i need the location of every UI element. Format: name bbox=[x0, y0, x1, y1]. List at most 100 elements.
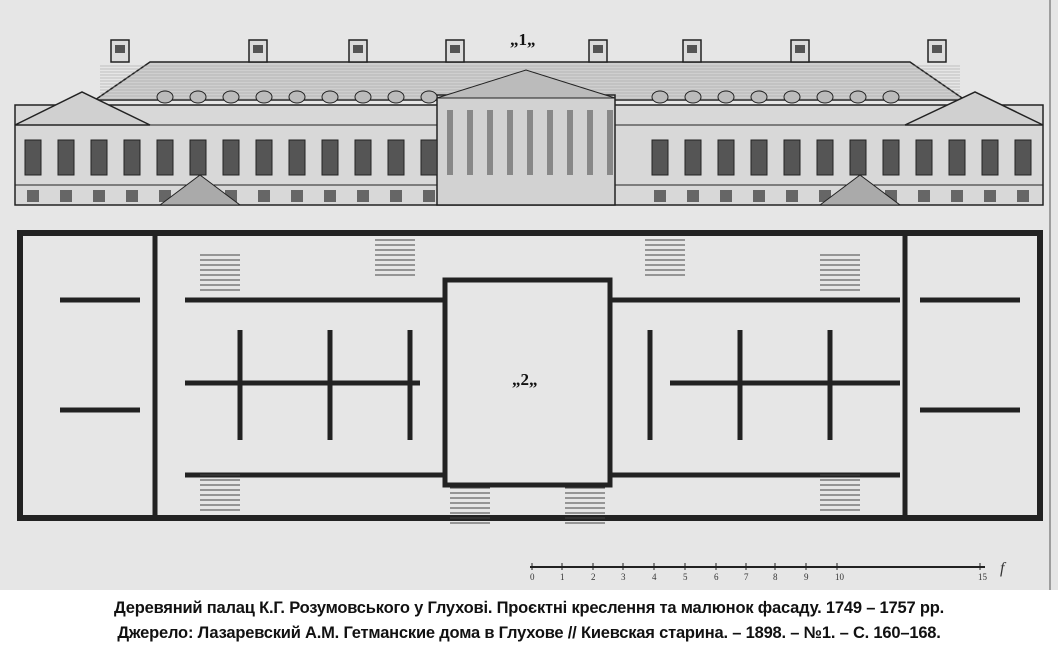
chimney bbox=[450, 45, 460, 53]
scale-unit: f bbox=[1000, 560, 1005, 577]
column bbox=[467, 110, 473, 175]
dormer bbox=[321, 90, 339, 104]
scale-tick-label: 6 bbox=[714, 572, 719, 582]
dormer bbox=[156, 90, 174, 104]
caption-title: Деревяний палац К.Г. Розумовського у Глу… bbox=[113, 599, 944, 617]
scale-tick-label: 9 bbox=[804, 572, 809, 582]
chimney bbox=[353, 45, 363, 53]
dormer bbox=[420, 90, 438, 104]
caption-source: Джерело: Лазаревский А.М. Гетманские дом… bbox=[117, 624, 941, 642]
window bbox=[354, 139, 372, 176]
dormer bbox=[222, 90, 240, 104]
scale-tick-label: 0 bbox=[530, 572, 535, 582]
chimney bbox=[932, 45, 942, 53]
column bbox=[567, 110, 573, 175]
dormer bbox=[189, 90, 207, 104]
architectural-drawing: „1„ „2„ 0 1 2 3 4 5 6 7 8 9 10 15 f bbox=[0, 0, 1058, 590]
window bbox=[57, 139, 75, 176]
cellar-window bbox=[126, 190, 138, 202]
caption: Деревяний палац К.Г. Розумовського у Глу… bbox=[0, 596, 1058, 646]
window bbox=[420, 139, 438, 176]
cellar-window bbox=[654, 190, 666, 202]
scale-tick-label: 10 bbox=[835, 572, 844, 582]
central-hall bbox=[442, 277, 613, 488]
cellar-window bbox=[291, 190, 303, 202]
cellar-window bbox=[687, 190, 699, 202]
column bbox=[527, 110, 533, 175]
dormer bbox=[849, 90, 867, 104]
dormer bbox=[288, 90, 306, 104]
plan-label: „2„ bbox=[512, 370, 538, 389]
chimney bbox=[593, 45, 603, 53]
chimney bbox=[795, 45, 805, 53]
window bbox=[651, 139, 669, 176]
window bbox=[222, 139, 240, 176]
window bbox=[156, 139, 174, 176]
left-stair bbox=[158, 174, 242, 206]
cellar-window bbox=[357, 190, 369, 202]
column bbox=[547, 110, 553, 175]
window bbox=[816, 139, 834, 176]
window bbox=[321, 139, 339, 176]
column bbox=[487, 110, 493, 175]
window bbox=[24, 139, 42, 176]
window bbox=[981, 139, 999, 176]
central-portico bbox=[436, 94, 616, 206]
window bbox=[1014, 139, 1032, 176]
dormer bbox=[651, 90, 669, 104]
scale-tick-label: 4 bbox=[652, 572, 657, 582]
window bbox=[90, 139, 108, 176]
cellar-window bbox=[720, 190, 732, 202]
plan-outer-wall bbox=[17, 230, 1043, 521]
scale-tick-label: 8 bbox=[773, 572, 778, 582]
dormer bbox=[684, 90, 702, 104]
scale-tick-label: 5 bbox=[683, 572, 688, 582]
window bbox=[849, 139, 867, 176]
scale-tick-label: 15 bbox=[978, 572, 987, 582]
cellar-window bbox=[258, 190, 270, 202]
dormer bbox=[750, 90, 768, 104]
chimney bbox=[115, 45, 125, 53]
cellar-window bbox=[786, 190, 798, 202]
scale-tick-label: 2 bbox=[591, 572, 596, 582]
window bbox=[717, 139, 735, 176]
left-pediment bbox=[14, 91, 151, 126]
dormer bbox=[783, 90, 801, 104]
scale-tick-label: 7 bbox=[744, 572, 749, 582]
dormer bbox=[255, 90, 273, 104]
window bbox=[123, 139, 141, 176]
scale-tick-label: 1 bbox=[560, 572, 565, 582]
dormer bbox=[717, 90, 735, 104]
column bbox=[507, 110, 513, 175]
cellar-window bbox=[951, 190, 963, 202]
window bbox=[387, 139, 405, 176]
chimney bbox=[253, 45, 263, 53]
window bbox=[882, 139, 900, 176]
facade-label: „1„ bbox=[510, 30, 536, 49]
window bbox=[750, 139, 768, 176]
cellar-window bbox=[93, 190, 105, 202]
cellar-window bbox=[27, 190, 39, 202]
cellar-window bbox=[753, 190, 765, 202]
window bbox=[288, 139, 306, 176]
window bbox=[684, 139, 702, 176]
column bbox=[447, 110, 453, 175]
palace-drawing bbox=[14, 0, 1051, 590]
central-sculpture bbox=[436, 69, 616, 99]
window bbox=[915, 139, 933, 176]
dormer bbox=[354, 90, 372, 104]
window bbox=[948, 139, 966, 176]
right-stair bbox=[818, 174, 902, 206]
dormer bbox=[882, 90, 900, 104]
chimney bbox=[687, 45, 697, 53]
column bbox=[587, 110, 593, 175]
cellar-window bbox=[1017, 190, 1029, 202]
cellar-window bbox=[324, 190, 336, 202]
window bbox=[189, 139, 207, 176]
column bbox=[607, 110, 613, 175]
scale-tick-label: 3 bbox=[621, 572, 626, 582]
dormer bbox=[387, 90, 405, 104]
cellar-window bbox=[423, 190, 435, 202]
cellar-window bbox=[60, 190, 72, 202]
cellar-window bbox=[984, 190, 996, 202]
